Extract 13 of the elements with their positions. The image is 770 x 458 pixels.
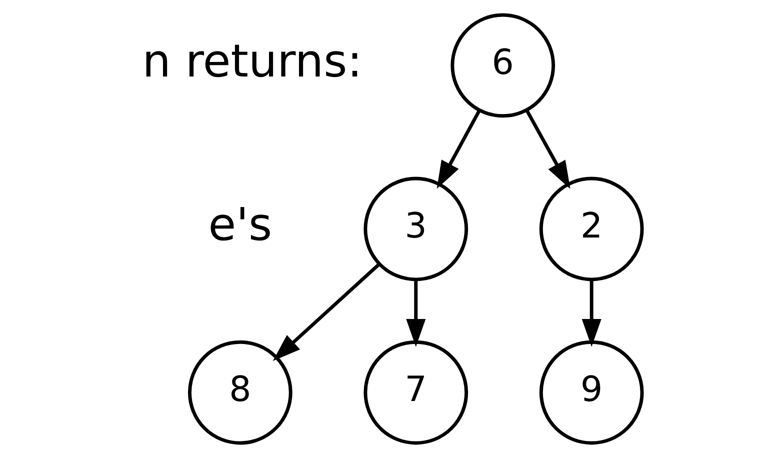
arrow bbox=[272, 263, 380, 361]
node-circle: 6 bbox=[450, 13, 556, 118]
node-circle: 3 bbox=[364, 176, 468, 282]
node-circle: 2 bbox=[539, 176, 644, 282]
node-circle: 7 bbox=[364, 340, 468, 445]
arrow bbox=[582, 280, 602, 347]
label: e's bbox=[208, 198, 272, 251]
node-circle: 8 bbox=[188, 340, 292, 445]
node-circle: 9 bbox=[539, 340, 644, 445]
arrow bbox=[406, 280, 426, 347]
label: n returns: bbox=[142, 34, 362, 88]
arrow bbox=[525, 109, 570, 189]
arrow bbox=[436, 110, 481, 189]
